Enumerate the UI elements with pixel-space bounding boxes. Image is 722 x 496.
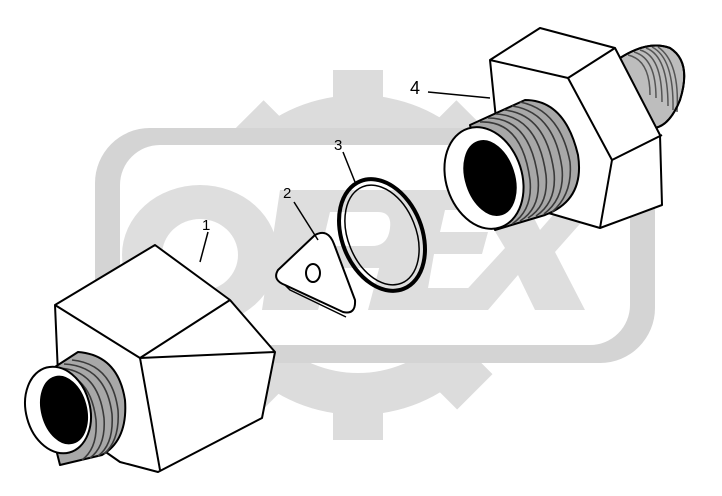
callout-1-leader — [199, 231, 209, 263]
callout-4-label: 4 — [410, 78, 420, 98]
part-1-hex-nut — [24, 231, 276, 473]
part-4-front-thread — [443, 99, 580, 231]
callout-1-label: 1 — [202, 217, 210, 234]
part-4-adapter-fitting — [427, 27, 686, 231]
callout-2-label: 2 — [283, 185, 291, 202]
part-1-thread — [24, 351, 127, 466]
callout-3-label: 3 — [334, 137, 342, 154]
callout-3-leader — [342, 151, 356, 183]
part-3-o-ring — [337, 151, 427, 293]
callout-4-leader — [427, 91, 491, 99]
part-2-tab-washer — [275, 201, 357, 318]
callout-2-leader — [293, 201, 319, 241]
